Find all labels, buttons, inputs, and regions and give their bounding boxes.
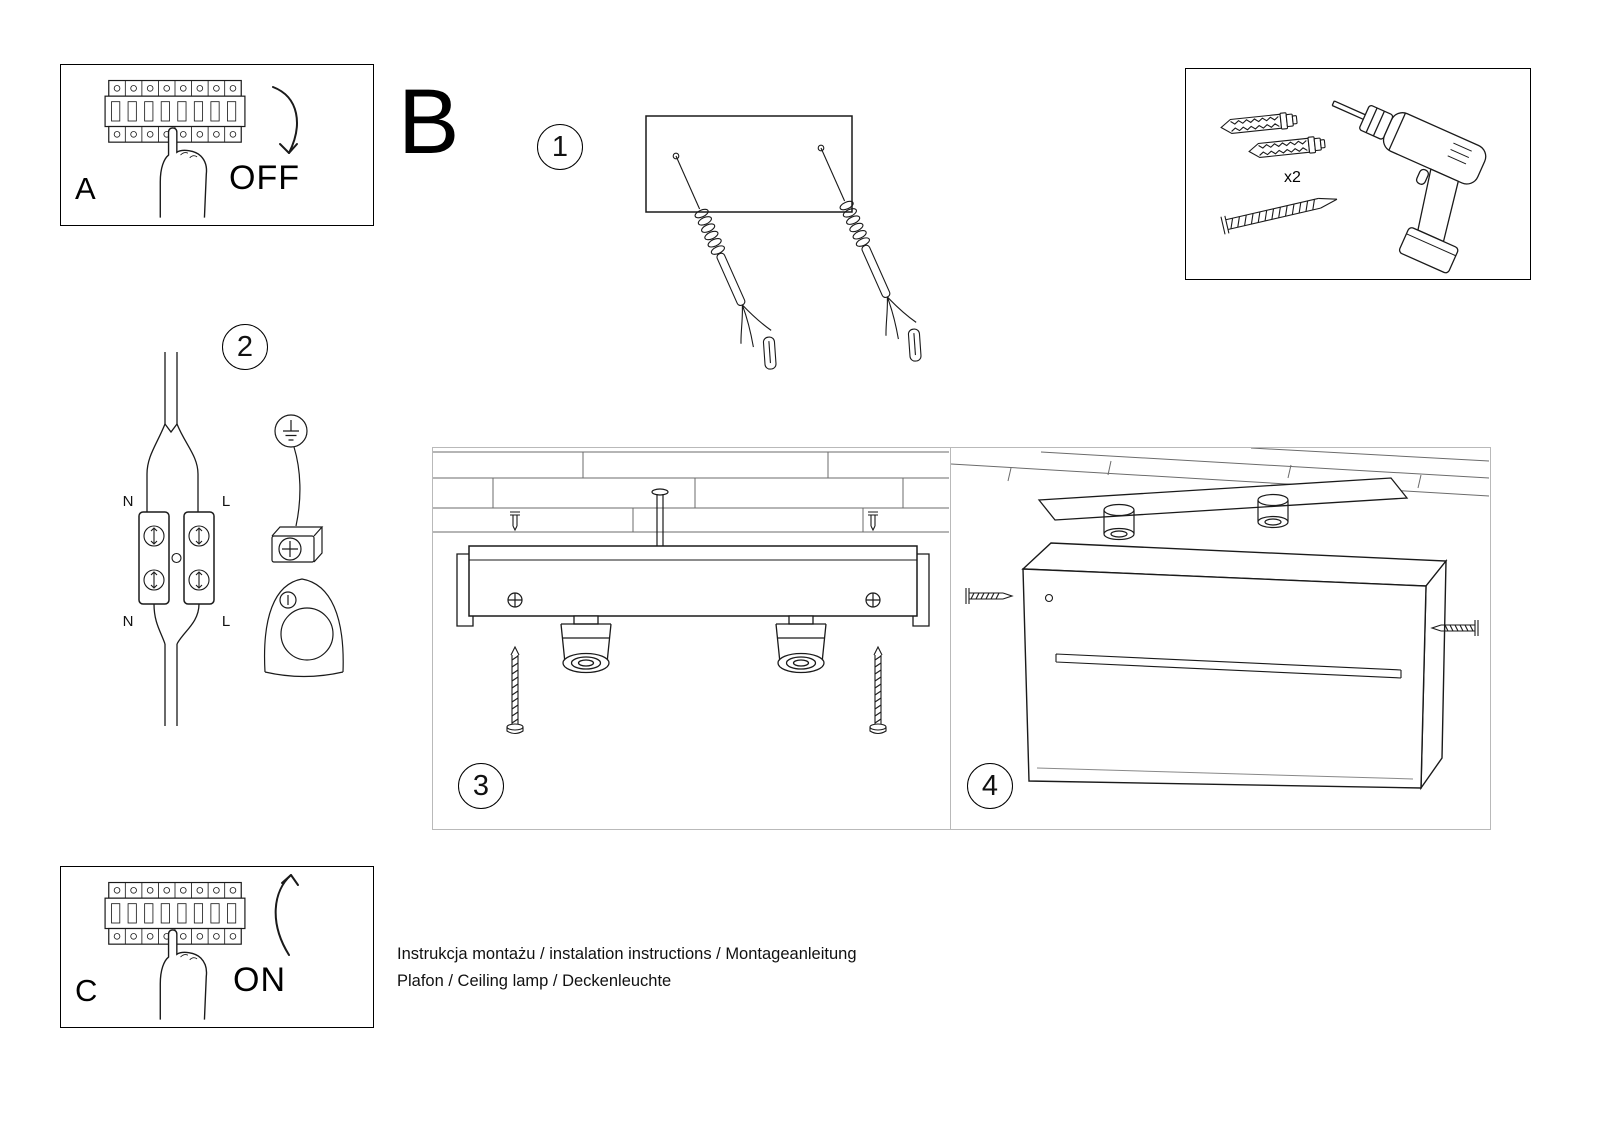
section-b-label: B xyxy=(398,71,460,173)
light-slot xyxy=(1055,653,1402,679)
lamp-socket xyxy=(560,615,612,674)
wiring-illustration: N L N L xyxy=(123,352,344,726)
arrow-down-icon xyxy=(272,86,298,154)
mounting-plate xyxy=(645,115,853,213)
crosshead-screw-icon xyxy=(507,592,881,608)
wiring-label-l-bottom: L xyxy=(222,613,230,630)
ground-symbol-icon xyxy=(274,414,308,448)
wiring-label-l-top: L xyxy=(222,493,230,510)
step-1-badge: 1 xyxy=(537,124,583,170)
step4-illustration xyxy=(951,448,1489,791)
drill-icon xyxy=(1331,100,1487,274)
plate-hole xyxy=(672,152,680,160)
caption-line-1: Instrukcja montażu / instalation instruc… xyxy=(397,945,857,963)
supply-cable xyxy=(146,352,200,726)
wiring-label-n-top: N xyxy=(123,493,134,510)
wall-plug-icon xyxy=(1247,135,1327,161)
step-3-badge: 3 xyxy=(458,763,504,809)
step3-illustration xyxy=(433,451,949,735)
power-cable xyxy=(651,488,669,546)
circuit-breaker-icon xyxy=(104,79,246,219)
mounting-screw-icon xyxy=(506,646,524,735)
mounting-bracket xyxy=(456,545,930,627)
quantity-label: x2 xyxy=(1284,169,1301,186)
screw-icon xyxy=(1220,197,1338,235)
caption-line-2: Plafon / Ceiling lamp / Deckenleuchte xyxy=(397,972,672,990)
side-screw-icon xyxy=(965,587,1013,605)
breaker-off-illustration xyxy=(104,79,298,219)
lamp-socket xyxy=(1257,493,1289,529)
off-label: OFF xyxy=(229,159,300,197)
lamp-socket xyxy=(1103,503,1135,541)
lamp-shade-box xyxy=(1021,542,1448,791)
screw-hole xyxy=(1044,593,1054,603)
earth-connection xyxy=(263,414,344,678)
circuit-breaker-icon xyxy=(104,881,246,1021)
hardware-box: x2 xyxy=(1185,68,1531,280)
ceiling-perspective xyxy=(951,448,1489,497)
wall-plug-icon xyxy=(1219,111,1299,137)
arrow-up-icon xyxy=(274,874,299,956)
step-2-badge: 2 xyxy=(222,324,268,370)
ceiling xyxy=(433,451,949,533)
panel-a-label: A xyxy=(75,171,96,206)
panel-c-label: C xyxy=(75,973,98,1008)
mounting-screw-icon xyxy=(869,646,887,735)
terminal-block xyxy=(138,511,215,605)
breaker-on-illustration xyxy=(104,874,299,1021)
step4-panel: 4 xyxy=(950,447,1491,830)
lamp-socket xyxy=(775,615,827,674)
power-off-panel: A OFF xyxy=(60,64,374,226)
plate-hole xyxy=(817,144,825,152)
wiring-label-n-bottom: N xyxy=(123,613,134,630)
hardware-illustration xyxy=(1219,100,1487,274)
mounted-bracket xyxy=(1037,477,1409,521)
caption-block: Instrukcja montażu / instalation instruc… xyxy=(397,941,857,995)
step1-illustration xyxy=(645,115,932,379)
step3-panel: 3 xyxy=(432,447,951,830)
power-on-panel: C ON xyxy=(60,866,374,1028)
ceiling-screws xyxy=(510,511,878,532)
on-label: ON xyxy=(233,961,286,999)
step-4-badge: 4 xyxy=(967,763,1013,809)
